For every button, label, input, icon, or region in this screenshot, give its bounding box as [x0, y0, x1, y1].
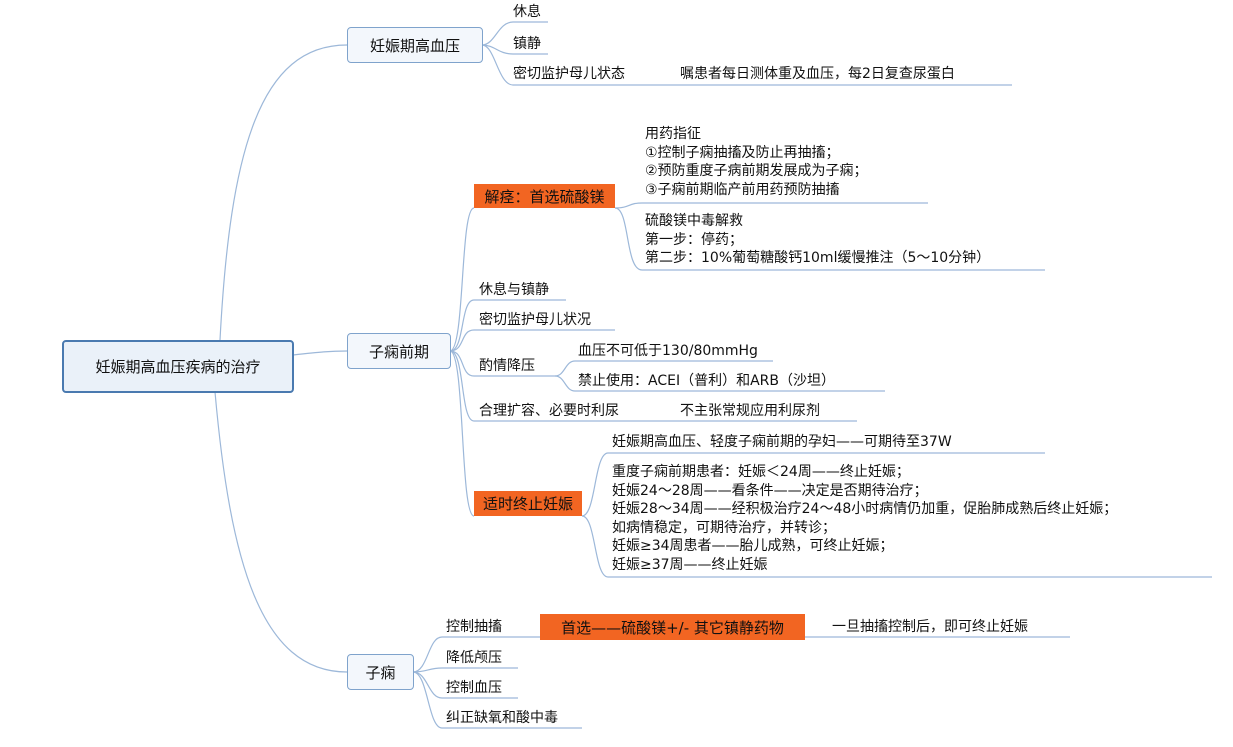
node-diuresis-note[interactable]: 不主张常规应用利尿剂 [680, 403, 820, 419]
node-terminate-mild[interactable]: 妊娠期高血压、轻度子痫前期的孕妇——可期待至37W [612, 434, 952, 450]
node-sedation[interactable]: 镇静 [513, 36, 541, 52]
node-monitor[interactable]: 密切监护母儿状态 [513, 66, 625, 82]
root-node[interactable]: 妊娠期高血压疾病的治疗 [62, 340, 294, 393]
text-line: 重度子痫前期患者：妊娠＜24周——终止妊娠； [612, 464, 910, 480]
node-correct-hypoxia[interactable]: 纠正缺氧和酸中毒 [446, 710, 558, 726]
node-after-control[interactable]: 一旦抽搐控制后，即可终止妊娠 [832, 619, 1028, 635]
node-first-choice-drug[interactable]: 首选——硫酸镁+/- 其它镇静药物 [540, 614, 805, 640]
node-terminate-severe[interactable]: 重度子痫前期患者：妊娠＜24周——终止妊娠； 妊娠24～28周——看条件——决定… [612, 463, 1117, 574]
text-line: 第一步：停药； [645, 231, 743, 248]
text-line: 妊娠28～34周——经积极治疗24～48小时病情仍加重，促胎肺成熟后终止妊娠； [612, 501, 1118, 517]
text-line: ③子痫前期临产前用药预防抽搐 [645, 181, 840, 198]
node-control-bp[interactable]: 控制血压 [446, 680, 502, 696]
node-antispasm[interactable]: 解痉：首选硫酸镁 [474, 184, 615, 208]
node-bp-forbidden[interactable]: 禁止使用：ACEI（普利）和ARB（沙坦） [578, 373, 835, 389]
node-rescue[interactable]: 硫酸镁中毒解救 第一步：停药； 第二步：10%葡萄糖酸钙10ml缓慢推注（5～1… [645, 212, 990, 268]
text-line: ①控制子痫抽搐及防止再抽搐； [645, 144, 840, 161]
node-eclampsia[interactable]: 子痫 [347, 654, 414, 690]
node-rest[interactable]: 休息 [513, 4, 541, 20]
node-preeclampsia[interactable]: 子痫前期 [347, 333, 451, 369]
node-monitor-note[interactable]: 嘱患者每日测体重及血压，每2日复查尿蛋白 [680, 66, 955, 82]
text-line: 硫酸镁中毒解救 [645, 213, 743, 229]
node-lower-icp[interactable]: 降低颅压 [446, 650, 502, 666]
node-diuresis[interactable]: 合理扩容、必要时利尿 [479, 403, 619, 419]
node-control-spasm[interactable]: 控制抽搐 [446, 619, 502, 635]
node-monitor-status[interactable]: 密切监护母儿状况 [479, 312, 591, 328]
text-line: 妊娠24～28周——看条件——决定是否期待治疗； [612, 482, 928, 499]
text-line: 用药指征 [645, 126, 701, 142]
node-indications[interactable]: 用药指征 ①控制子痫抽搐及防止再抽搐； ②预防重度子病前期发展成为子痫； ③子痫… [645, 125, 868, 199]
node-bp-limit[interactable]: 血压不可低于130/80mmHg [578, 343, 758, 359]
node-lower-bp[interactable]: 酌情降压 [479, 358, 535, 374]
text-line: 第二步：10%葡萄糖酸钙10ml缓慢推注（5～10分钟） [645, 250, 991, 266]
text-line: ②预防重度子病前期发展成为子痫； [645, 163, 868, 179]
text-line: 妊娠≥37周——终止妊娠 [612, 556, 768, 573]
text-line: 妊娠≥34周患者——胎儿成熟，可终止妊娠； [612, 538, 894, 554]
node-pregnancy-hypertension[interactable]: 妊娠期高血压 [347, 27, 483, 63]
node-terminate[interactable]: 适时终止妊娠 [474, 491, 582, 516]
node-rest-sedation[interactable]: 休息与镇静 [479, 282, 549, 298]
text-line: 如病情稳定，可期待治疗，并转诊； [612, 519, 836, 536]
